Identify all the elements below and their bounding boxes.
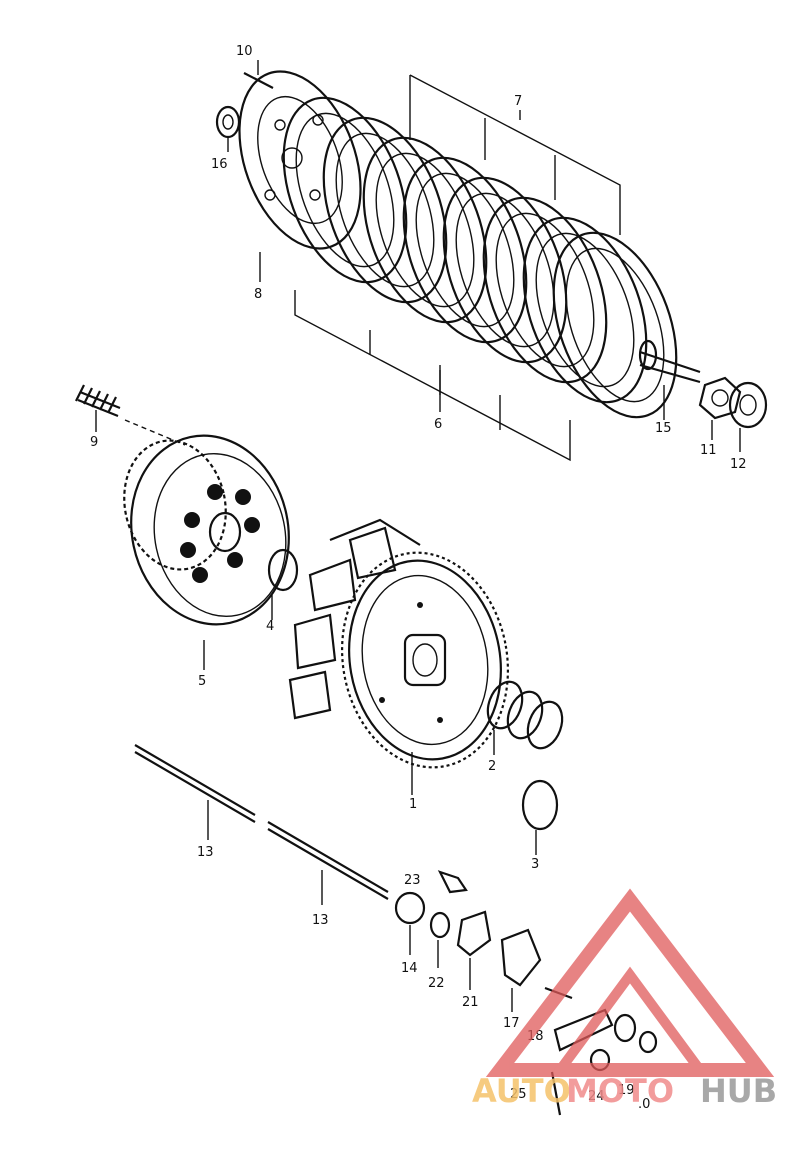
callout-5: 5 <box>198 674 206 689</box>
push-rods <box>134 744 389 900</box>
clutch-housing-gear <box>288 518 510 769</box>
callout-13a: 13 <box>197 845 214 860</box>
spacer-rings <box>486 680 564 750</box>
callout-25: 25 <box>510 1087 527 1102</box>
callout-3: 3 <box>531 857 539 872</box>
callout-14: 14 <box>401 961 418 976</box>
callout-16: 16 <box>211 157 228 172</box>
callout-23: 23 <box>404 873 421 888</box>
watermark-moto: MOTO <box>566 1072 674 1110</box>
callout-24: 24 <box>588 1089 605 1104</box>
callout-15: 15 <box>655 421 672 436</box>
callout-2: 2 <box>488 759 496 774</box>
callout-13b: 13 <box>312 913 329 928</box>
callout-20: .0 <box>638 1097 650 1112</box>
clutch-sleeve-hub <box>123 434 290 626</box>
thrust-washer <box>267 548 299 592</box>
clutch-spring <box>75 384 186 446</box>
callout-17: 17 <box>503 1016 520 1031</box>
callout-19: 19 <box>618 1083 635 1098</box>
callout-10: 10 <box>236 44 253 59</box>
callout-7: 7 <box>514 94 522 109</box>
callout-21: 21 <box>462 995 479 1010</box>
callout-22: 22 <box>428 976 445 991</box>
callout-12: 12 <box>730 457 747 472</box>
callout-labels: 10 16 8 7 6 15 11 12 9 4 5 2 1 3 13 13 2… <box>90 44 747 1112</box>
callout-1: 1 <box>409 797 417 812</box>
watermark-logo <box>485 888 775 1077</box>
watermark-auto: AUTO <box>472 1072 571 1110</box>
callout-8: 8 <box>254 287 262 302</box>
callout-4: 4 <box>266 619 274 634</box>
clutch-plate-stack <box>215 70 768 462</box>
o-ring <box>521 779 559 831</box>
watermark-hub: HUB <box>700 1072 777 1110</box>
callout-11: 11 <box>700 443 717 458</box>
callout-6: 6 <box>434 417 442 432</box>
callout-9: 9 <box>90 435 98 450</box>
leader-lines <box>95 60 741 1012</box>
watermark-text: AUTO MOTO HUB <box>472 1072 777 1110</box>
